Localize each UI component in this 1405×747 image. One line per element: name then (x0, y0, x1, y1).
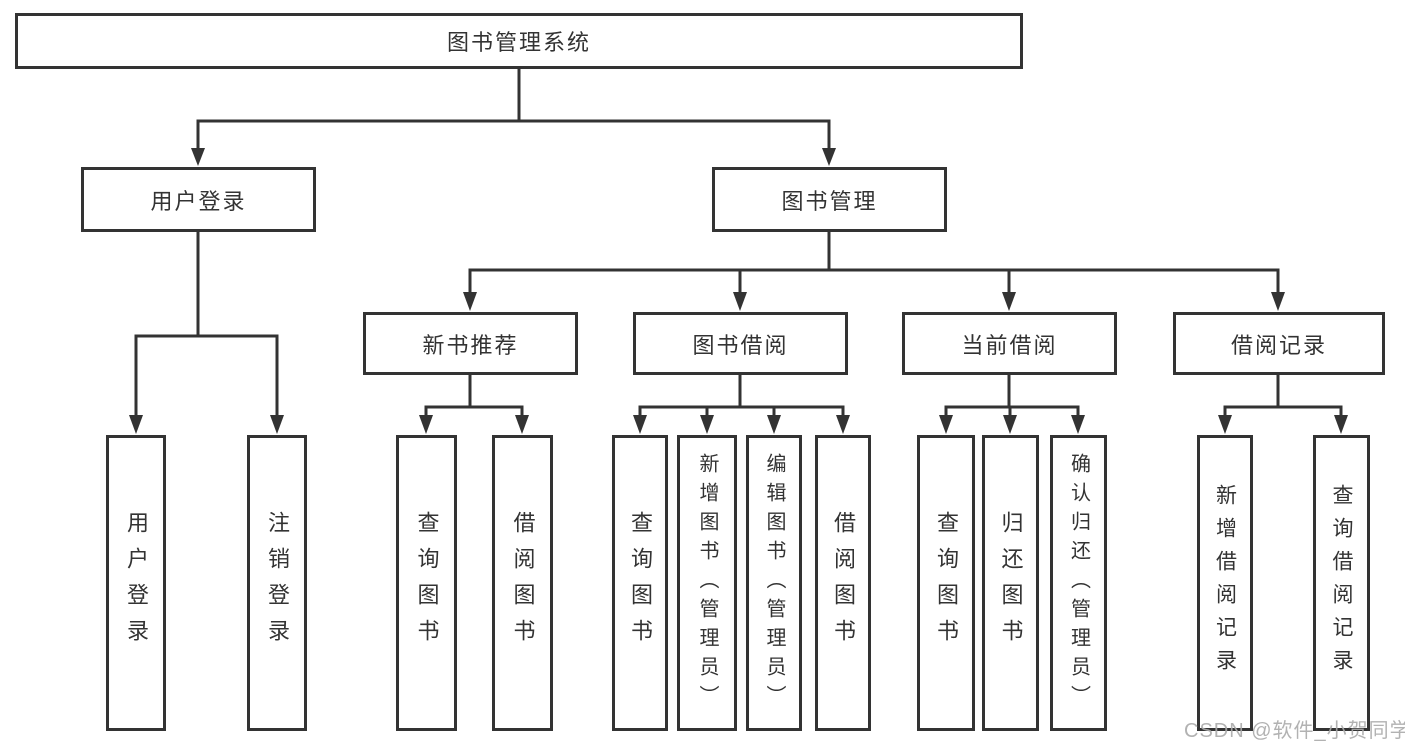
node-query-books-recommend: 查询图书 (396, 435, 457, 731)
node-root: 图书管理系统 (15, 13, 1023, 69)
node-borrow-books-recommend-label: 借阅图书 (510, 511, 536, 655)
connector-user-login-split (134, 230, 279, 419)
node-user-login-branch-label: 用户登录 (150, 188, 247, 214)
node-return-books: 归还图书 (982, 435, 1039, 731)
node-current-borrowing-label: 当前借阅 (961, 332, 1058, 358)
node-borrow-books-label: 借阅图书 (831, 511, 856, 655)
node-book-borrowing: 图书借阅 (633, 312, 848, 375)
node-user-login-branch: 用户登录 (81, 167, 316, 232)
arrowheads-borrow-records-split (1218, 415, 1348, 434)
node-borrowing-records: 借阅记录 (1173, 312, 1385, 375)
node-edit-books-admin-label: 编辑图书（管理员） (763, 452, 785, 714)
node-query-books-recommend-label: 查询图书 (414, 511, 440, 655)
node-edit-books-admin: 编辑图书（管理员） (746, 435, 802, 731)
connector-book-borrow-split (638, 373, 845, 419)
arrowheads-root-split (191, 148, 836, 166)
node-query-books-borrow-label: 查询图书 (628, 511, 653, 655)
node-query-borrow-record: 查询借阅记录 (1313, 435, 1370, 731)
node-logout-label: 注销登录 (265, 511, 290, 655)
connector-book-mgmt-split (468, 230, 1280, 296)
node-borrow-books: 借阅图书 (815, 435, 871, 731)
node-book-borrowing-label: 图书借阅 (692, 332, 789, 358)
node-user-login-label: 用户登录 (124, 511, 149, 655)
connector-borrow-records-split (1223, 373, 1343, 419)
connector-root-split (196, 68, 831, 152)
node-book-management-label: 图书管理 (781, 188, 878, 214)
arrowheads-book-borrow-split (633, 415, 850, 434)
node-confirm-return-admin-label: 确认归还（管理员） (1067, 452, 1090, 714)
node-add-books-admin: 新增图书（管理员） (677, 435, 737, 731)
arrowheads-current-borrow-split (939, 415, 1085, 434)
node-current-borrowing: 当前借阅 (902, 312, 1117, 375)
arrowheads-user-login-split (129, 415, 284, 434)
arrowheads-new-books-split (419, 415, 529, 434)
node-add-books-admin-label: 新增图书（管理员） (696, 452, 718, 714)
node-new-book-recommend-label: 新书推荐 (422, 332, 519, 358)
node-borrow-books-recommend: 借阅图书 (492, 435, 553, 731)
node-return-books-label: 归还图书 (998, 511, 1024, 655)
arrowheads-book-mgmt-split (463, 292, 1285, 311)
node-confirm-return-admin: 确认归还（管理员） (1050, 435, 1107, 731)
connector-current-borrow-split (944, 373, 1080, 419)
node-query-books-borrow: 查询图书 (612, 435, 668, 731)
node-query-borrow-record-label: 查询借阅记录 (1330, 484, 1353, 682)
node-book-management: 图书管理 (712, 167, 947, 232)
node-root-label: 图书管理系统 (446, 30, 591, 55)
node-borrowing-records-label: 借阅记录 (1230, 332, 1327, 358)
node-add-borrow-record-label: 新增借阅记录 (1213, 484, 1237, 682)
node-new-book-recommend: 新书推荐 (363, 312, 578, 375)
node-query-books-current: 查询图书 (917, 435, 975, 731)
node-query-books-current-label: 查询图书 (934, 511, 959, 655)
connector-new-books-split (424, 373, 524, 419)
watermark: CSDN @软件_小贺同学 (1184, 720, 1405, 742)
node-add-borrow-record: 新增借阅记录 (1197, 435, 1253, 731)
node-user-login: 用户登录 (106, 435, 166, 731)
node-logout: 注销登录 (247, 435, 307, 731)
